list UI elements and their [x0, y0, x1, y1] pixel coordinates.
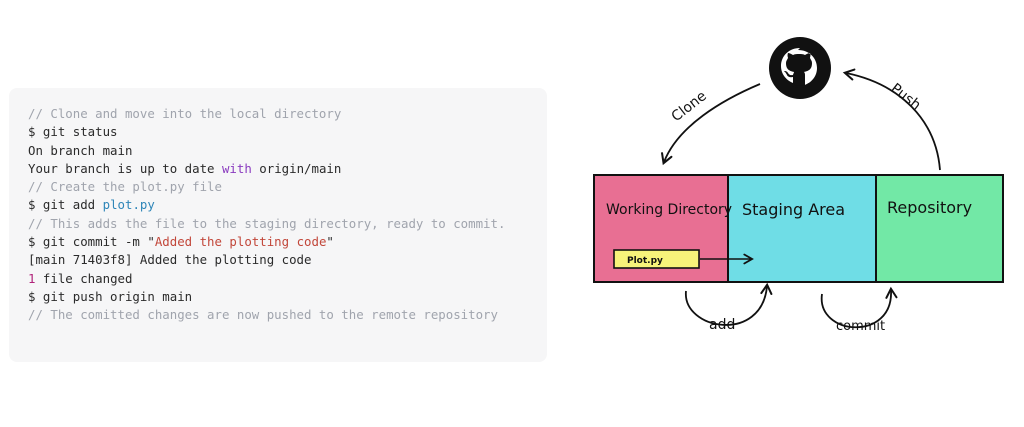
git-workflow-diagram: Clone Push Working Directory Staging Are…	[593, 37, 1004, 334]
code-token: Your branch is up to date	[28, 160, 222, 176]
commit-label: commit	[836, 319, 885, 334]
add-arrow	[685, 282, 773, 326]
code-line: // Create the plot.py file	[28, 178, 505, 196]
code-token: $ git status	[28, 124, 118, 140]
code-line: // Clone and move into the local directo…	[28, 105, 505, 123]
file-chip	[613, 249, 700, 269]
code-token: [main 71403f8] Added the plotting code	[28, 252, 312, 268]
code-line: $ git add plot.py	[28, 196, 505, 214]
code-token: // Create the plot.py file	[28, 179, 222, 195]
code-token: Added the plotting code	[154, 234, 327, 250]
file-label: Plot.py	[627, 256, 663, 266]
code-line: // This adds the file to the staging dir…	[28, 215, 505, 233]
code-token: origin/main	[251, 160, 342, 176]
code-line: 1 file changed	[28, 270, 505, 288]
staging-area-box	[727, 174, 877, 283]
clone-label: Clone	[669, 88, 710, 125]
push-arrow	[842, 68, 941, 171]
code-line: $ git commit -m "Added the plotting code…	[28, 233, 505, 251]
push-label: Push	[888, 81, 924, 114]
add-label: add	[709, 317, 735, 333]
commit-arrow	[821, 286, 898, 329]
repository-label: Repository	[887, 198, 972, 217]
code-token: plot.py	[102, 197, 155, 213]
code-token: // Clone and move into the local directo…	[28, 106, 342, 121]
code-line: [main 71403f8] Added the plotting code	[28, 251, 505, 269]
code-line: On branch main	[28, 142, 505, 160]
code-token: file changed	[35, 270, 133, 286]
working-directory-label: Working Directory	[606, 202, 732, 218]
code-token: On branch main	[28, 142, 133, 158]
code-token: // This adds the file to the staging dir…	[28, 215, 506, 231]
code-token: $ git commit -m "	[28, 234, 155, 250]
code-line: // The comitted changes are now pushed t…	[28, 306, 505, 324]
clone-arrow	[661, 83, 761, 166]
code-token: with	[221, 160, 252, 176]
code-snippet-panel: // Clone and move into the local directo…	[9, 88, 547, 362]
github-icon	[769, 37, 831, 99]
code-token: "	[326, 234, 334, 250]
code-token: 1	[28, 270, 36, 286]
code-line: Your branch is up to date with origin/ma…	[28, 160, 505, 178]
repository-box	[875, 174, 1004, 283]
code-line: $ git push origin main	[28, 288, 505, 306]
code-token: $ git add	[28, 197, 103, 213]
staging-area-label: Staging Area	[742, 200, 845, 219]
code-token: // The comitted changes are now pushed t…	[28, 307, 498, 323]
code-token: $ git push origin main	[28, 288, 193, 304]
code-lines: // Clone and move into the local directo…	[28, 105, 505, 325]
code-line: $ git status	[28, 123, 505, 141]
